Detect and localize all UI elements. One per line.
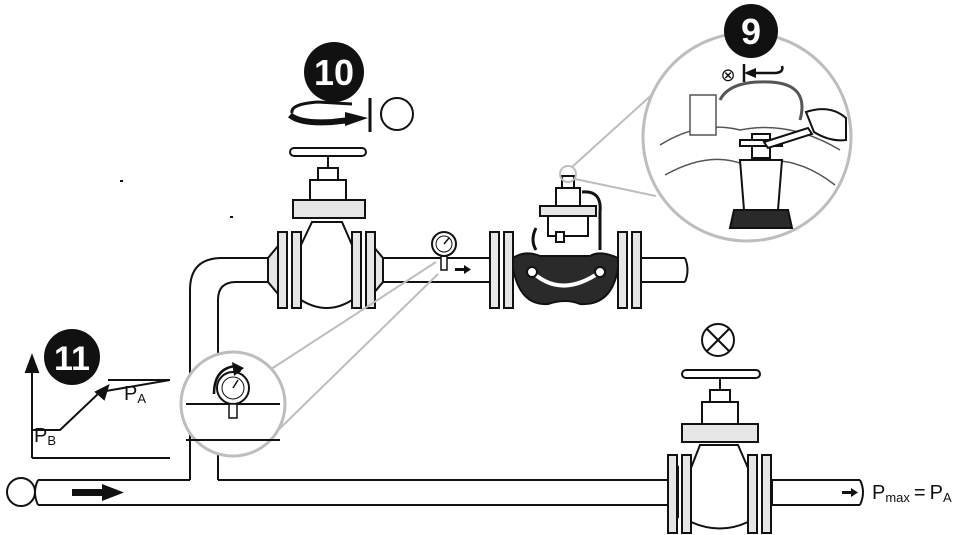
pressure-trace (32, 379, 171, 431)
gauge-callout-lines (261, 261, 439, 441)
step-9-number: 9 (741, 11, 761, 52)
riser-outer-edge (189, 257, 268, 480)
downstream-valve-bonnet (681, 423, 759, 443)
step-10-number: 10 (314, 52, 354, 93)
wrench-hand-icon (762, 108, 847, 150)
step-11-badge: 11 (44, 329, 100, 385)
outlet-pipe-cut (859, 479, 864, 506)
upper-valve-flange-right-2 (365, 231, 376, 309)
outlet-flow-arrow (842, 488, 858, 497)
riser-inner-edge (217, 281, 268, 480)
upper-valve-flange-right-1 (351, 231, 362, 309)
upper-outlet-cut (684, 257, 689, 283)
upper-valve-flange-left-2 (291, 231, 302, 309)
pressure-rise-chart (24, 353, 171, 459)
pa-label: PA (124, 383, 146, 406)
pilot-adjusting-screw (728, 133, 794, 229)
upper-outlet-edges (640, 257, 685, 283)
pressure-gauge (431, 231, 457, 271)
step-10-badge: 10 (304, 42, 364, 102)
upper-gate-valve (267, 147, 384, 309)
upper-valve-body (300, 221, 353, 309)
control-valve-body (512, 252, 619, 306)
inlet-open-icon (6, 477, 36, 507)
upper-pipe-edges (383, 257, 490, 283)
pilot-zoom-ring (559, 165, 577, 183)
control-valve (489, 175, 642, 309)
upper-valve-handwheel[interactable] (289, 147, 367, 157)
downstream-closed-icon (701, 323, 735, 357)
step-9-closed-icon: ⊗ (720, 65, 735, 85)
open-indicator-icon (380, 97, 414, 131)
step-9-badge: 9 (724, 4, 778, 58)
step-9-indicator: ⊗ (720, 64, 784, 85)
step-11-number: 11 (54, 340, 90, 378)
downstream-gate-valve (667, 369, 773, 534)
drawing-ticks (120, 180, 233, 218)
chart-y-axis-arrow (24, 353, 40, 373)
upper-valve-bonnet (292, 199, 366, 219)
pmax-equation: Pmax=PA (872, 482, 952, 505)
pipe-network (34, 257, 864, 506)
outlet-pipe-edges (772, 479, 860, 506)
pilot-detail-callout (641, 31, 853, 243)
downstream-valve-handwheel[interactable] (681, 369, 761, 379)
upper-flow-arrow (455, 265, 471, 274)
pb-label: PB (34, 425, 56, 448)
upper-valve-flange-left-1 (277, 231, 288, 309)
flow-direction-arrow (72, 484, 124, 501)
step-10-rotation (287, 98, 372, 132)
downstream-valve-body (690, 444, 749, 530)
gauge-detail-callout (179, 350, 287, 458)
